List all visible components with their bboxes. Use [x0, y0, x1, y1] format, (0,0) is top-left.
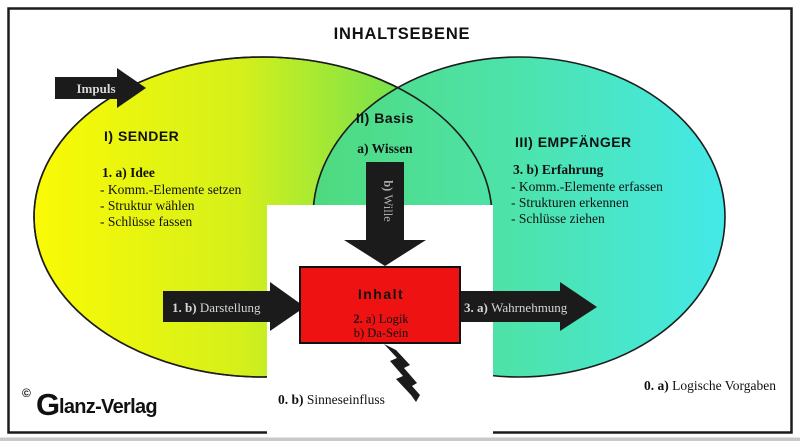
- bottom-scan-edge: [0, 437, 800, 441]
- wille-arrow: [344, 162, 426, 266]
- impuls-arrow: [55, 68, 146, 108]
- sender-heading: I) SENDER: [104, 128, 179, 144]
- wahrnehmung-arrow-label: 3. a) Wahrnehmung: [464, 300, 568, 315]
- logo-initial: G: [36, 387, 60, 422]
- darstellung-arrow-label: 1. b) Darstellung: [172, 300, 261, 315]
- copyright-icon: ©: [22, 386, 31, 400]
- darstellung-arrow: [163, 282, 305, 331]
- inhalt-box-title: Inhalt: [358, 286, 404, 302]
- empfaenger-subheading: 3. b) Erfahrung: [513, 162, 604, 177]
- empfaenger-list-item: - Komm.-Elemente erfassen: [511, 179, 663, 194]
- glanz-verlag-logo: © G lanz-Verlag: [22, 386, 158, 422]
- lightning-bolt-arrow: [384, 344, 420, 402]
- sender-subheading: 1. a) Idee: [102, 165, 155, 180]
- impuls-arrow-label: Impuls: [76, 81, 115, 96]
- sender-list-item: - Struktur wählen: [100, 198, 195, 213]
- logo-text: lanz-Verlag: [59, 396, 157, 418]
- empfaenger-list-item: - Strukturen erkennen: [511, 195, 629, 210]
- inhalt-box-line2: b) Da-Sein: [354, 326, 409, 340]
- inhalt-box: [299, 266, 461, 344]
- basis-heading: II) Basis: [356, 110, 414, 126]
- empfaenger-heading: III) EMPFÄNGER: [515, 134, 632, 150]
- sender-list-item: - Schlüsse fassen: [100, 214, 192, 229]
- inhalt-box-line1: 2. a) Logik: [353, 312, 409, 326]
- logische-vorgaben-note: 0. a) Logische Vorgaben: [644, 378, 776, 393]
- sender-list-item: - Komm.-Elemente setzen: [100, 182, 242, 197]
- empfaenger-list-item: - Schlüsse ziehen: [511, 211, 605, 226]
- wahrnehmung-arrow: [458, 282, 597, 331]
- page-title: INHALTSEBENE: [334, 25, 471, 43]
- basis-subheading: a) Wissen: [357, 141, 413, 156]
- sinneseinfluss-note: 0. b) Sinneseinfluss: [278, 392, 385, 407]
- wille-arrow-label: b) Wille: [381, 180, 395, 222]
